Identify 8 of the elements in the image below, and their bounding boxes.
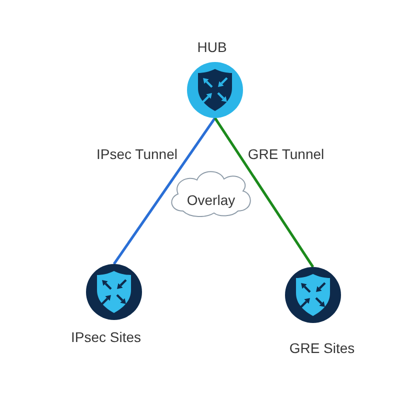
- connector-line: [112, 117, 216, 265]
- node-label: GRE Sites: [289, 340, 355, 356]
- connector-line: [214, 117, 314, 268]
- edge-label: IPsec Tunnel: [96, 146, 178, 162]
- node-label: IPsec Sites: [70, 329, 142, 345]
- node-label: HUB: [197, 39, 227, 55]
- edge-label: GRE Tunnel: [248, 146, 324, 162]
- node-label: Overlay: [186, 192, 236, 208]
